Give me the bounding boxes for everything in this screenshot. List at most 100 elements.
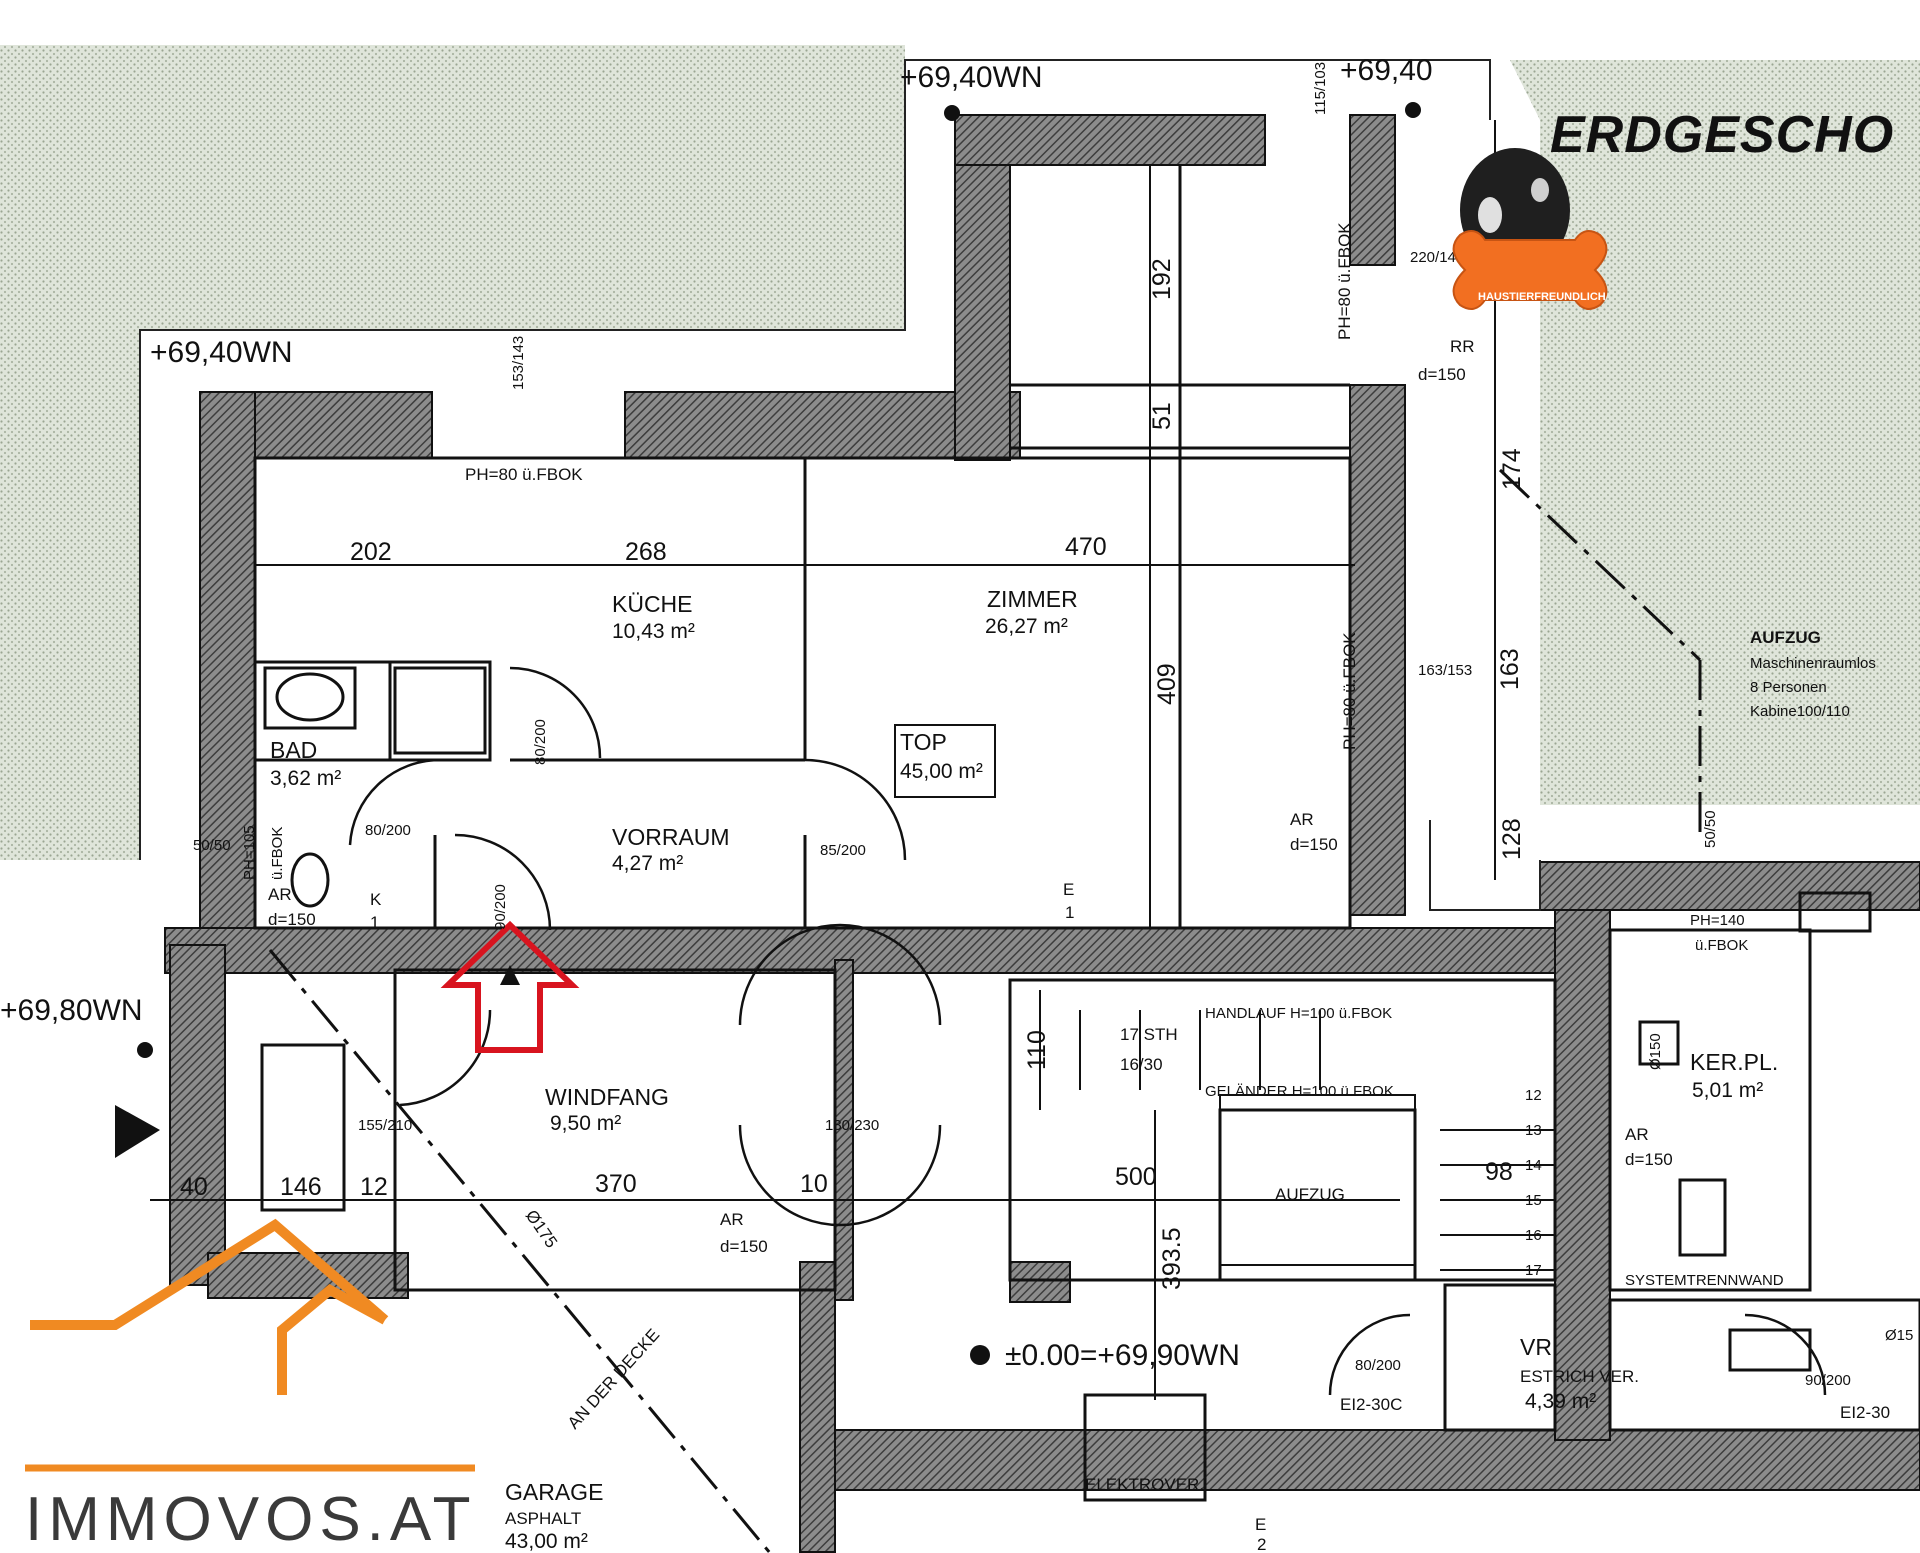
elektrover-label: ELEKTROVER. xyxy=(1085,1475,1204,1494)
note-k1: K xyxy=(370,890,382,909)
room-area-garage: 43,00 m² xyxy=(505,1530,588,1553)
dim-393-5: 393.5 xyxy=(1158,1227,1186,1290)
top-box xyxy=(894,724,996,798)
logo-text: IMMOVOS.AT xyxy=(25,1485,477,1553)
note-ph80-right1: PH=80 ü.FBOK xyxy=(1335,222,1354,340)
note-d15: Ø15 xyxy=(1885,1327,1913,1344)
dim-146: 146 xyxy=(280,1173,322,1201)
room-name-bad: BAD xyxy=(270,737,317,763)
pet-friendly-badge: HAUSTIERFREUNDLICH xyxy=(1452,148,1608,310)
triangle-marker-icon xyxy=(500,965,520,985)
note-ei2b: EI2-30 xyxy=(1840,1403,1890,1422)
note-ph140: PH=140 xyxy=(1690,912,1745,929)
level-left-mid: +69,40WN xyxy=(150,336,293,369)
note-ar-b2: d=150 xyxy=(1290,835,1338,854)
door-mark-2: 80/200 xyxy=(532,719,549,765)
dim-51: 51 xyxy=(1148,402,1176,430)
room-name-top: TOP xyxy=(900,729,947,755)
note-sth: 17 STH xyxy=(1120,1025,1178,1044)
boundary-lines xyxy=(139,59,1541,911)
aufzug-note-title: AUFZUG xyxy=(1750,628,1821,647)
level-top-right: +69,40 xyxy=(1340,54,1433,87)
dim-409: 409 xyxy=(1153,663,1181,705)
stair-step-17: 17 xyxy=(1525,1262,1542,1279)
note-ar-d2: d=150 xyxy=(1625,1150,1673,1169)
room-area-windfang: 9,50 m² xyxy=(550,1112,621,1135)
level-markers xyxy=(137,102,1421,1365)
dim-163: 163 xyxy=(1496,648,1524,690)
door-mark-3: 85/200 xyxy=(820,842,866,859)
room-area-bad: 3,62 m² xyxy=(270,767,341,790)
note-rr2: d=150 xyxy=(1418,365,1466,384)
dim-174: 174 xyxy=(1498,448,1526,490)
note-handlauf: HANDLAUF H=100 ü.FBOK xyxy=(1205,1005,1392,1022)
level-left-low: +69,80WN xyxy=(0,994,143,1027)
immovos-logo: IMMOVOS.AT xyxy=(25,1218,477,1553)
room-sub-garage: ASPHALT xyxy=(505,1509,581,1528)
dim-98: 98 xyxy=(1485,1158,1513,1186)
room-area-vorraum: 4,27 m² xyxy=(612,852,683,875)
room-area-kerpl: 5,01 m² xyxy=(1692,1079,1763,1102)
note-ar-d: AR xyxy=(1625,1125,1649,1144)
door-mark-6: 130/230 xyxy=(825,1117,879,1134)
note-gelaender: GELÄNDER H=100 ü.FBOK xyxy=(1205,1083,1394,1100)
door-mark-1: 80/200 xyxy=(365,822,411,839)
door-mark-13: 80/200 xyxy=(1355,1357,1401,1374)
garden-area xyxy=(0,45,905,860)
aufzug-box-label: AUFZUG xyxy=(1275,1185,1345,1204)
dim-500: 500 xyxy=(1115,1163,1157,1191)
labels: +69,40WN +69,40 +69,40WN +69,80WN ±0.00=… xyxy=(0,54,1913,1553)
note-k1b: 1 xyxy=(370,913,379,932)
stair-step-12: 12 xyxy=(1525,1087,1542,1104)
note-ph105b: ü.FBOK xyxy=(269,827,286,880)
stair-step-14: 14 xyxy=(1525,1157,1542,1174)
room-area-top: 45,00 m² xyxy=(900,760,983,783)
room-name-windfang: WINDFANG xyxy=(545,1084,669,1110)
room-sub-vr: ESTRICH VER. xyxy=(1520,1367,1639,1386)
note-ph80-right2: PH=80 ü.FBOK xyxy=(1340,632,1359,750)
room-area-vr: 4,39 m² xyxy=(1525,1390,1596,1413)
room-area-kueche: 10,43 m² xyxy=(612,620,695,643)
note-sth2: 16/30 xyxy=(1120,1055,1163,1074)
stair-step-16: 16 xyxy=(1525,1227,1542,1244)
note-rr: RR xyxy=(1450,337,1475,356)
aufzug-note-line1: Maschinenraumlos xyxy=(1750,655,1876,672)
door-swings xyxy=(348,666,1827,1396)
note-ar-b: AR xyxy=(1290,810,1314,829)
door-mark-10: 115/103 xyxy=(1312,62,1329,115)
badge-text: HAUSTIERFREUNDLICH xyxy=(1478,291,1606,303)
note-ar-a2: d=150 xyxy=(268,910,316,929)
dim-268: 268 xyxy=(625,538,667,566)
logo-house-icon xyxy=(30,1218,389,1330)
note-systemtrennwand: SYSTEMTRENNWAND xyxy=(1625,1272,1784,1289)
stair-step-15: 15 xyxy=(1525,1192,1542,1209)
dim-202: 202 xyxy=(350,538,392,566)
room-name-garage: GARAGE xyxy=(505,1479,603,1505)
door-mark-12: 50/50 xyxy=(1702,810,1719,848)
entry-arrow-icon xyxy=(115,1105,160,1158)
note-e1: E xyxy=(1063,880,1074,899)
level-ground: ±0.00=+69,90WN xyxy=(1005,1339,1240,1372)
room-name-vr: VR xyxy=(1520,1334,1552,1360)
door-mark-7: 163/153 xyxy=(1418,662,1472,679)
note-ar-c2: d=150 xyxy=(720,1237,768,1256)
note-decke: AN DER DECKE xyxy=(564,1325,663,1432)
note-d175: Ø175 xyxy=(522,1206,561,1251)
aufzug-note-line2: 8 Personen xyxy=(1750,679,1827,696)
red-arrow-icon xyxy=(440,920,580,1053)
dim-110: 110 xyxy=(1023,1030,1051,1070)
dim-470: 470 xyxy=(1065,533,1107,561)
dim-12: 12 xyxy=(360,1173,388,1201)
door-mark-9: 220/143 xyxy=(1410,249,1464,266)
note-d150: Ø150 xyxy=(1647,1033,1664,1070)
page-title: ERDGESCHO xyxy=(1550,106,1894,164)
room-name-zimmer: ZIMMER xyxy=(987,586,1078,612)
note-ar-a: AR xyxy=(268,885,292,904)
stairs xyxy=(1079,1010,1555,1271)
door-mark-11: 50/50 xyxy=(193,837,231,854)
dim-128: 128 xyxy=(1498,818,1526,860)
note-ph80-top: PH=80 ü.FBOK xyxy=(465,465,583,484)
door-mark-14: 90/200 xyxy=(1805,1372,1851,1389)
room-area-zimmer: 26,27 m² xyxy=(985,615,1068,638)
